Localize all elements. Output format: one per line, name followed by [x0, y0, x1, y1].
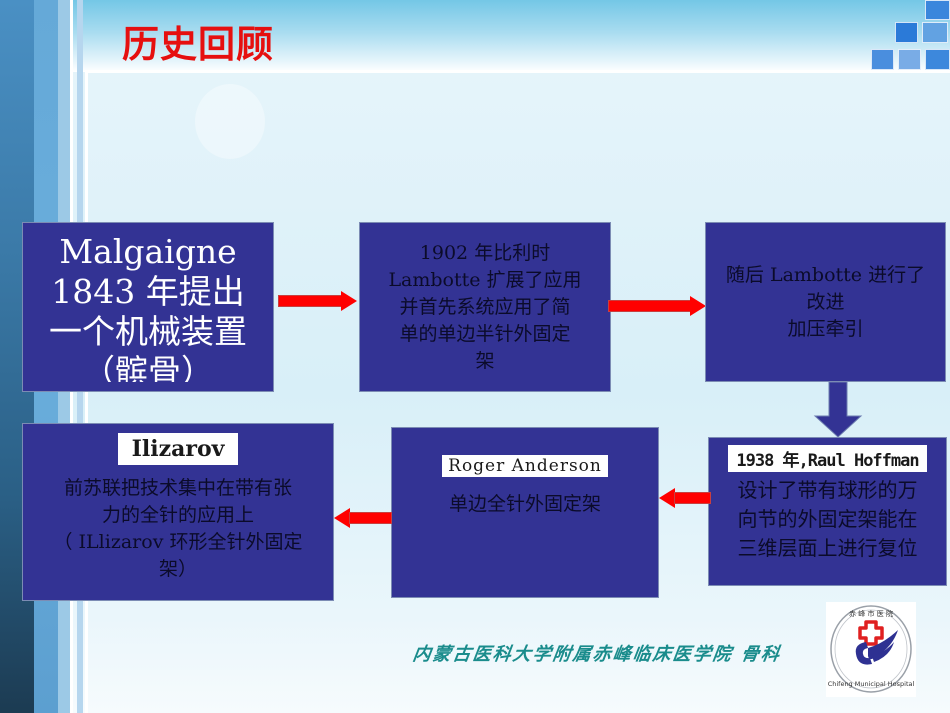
- tile: [925, 0, 950, 20]
- hospital-logo: 赤 峰 市 医 院 Chifeng Municipal Hospital: [826, 602, 916, 697]
- logo-top-text: 赤 峰 市 医 院: [849, 609, 893, 618]
- box-line: 单的单边半针外固定: [399, 322, 571, 345]
- left-decor-line: [85, 72, 88, 713]
- name-label-hoffman: 1938 年,Raul Hoffman: [728, 445, 927, 472]
- name-label-anderson: Roger Anderson: [442, 455, 608, 477]
- hospital-logo-icon: 赤 峰 市 医 院 Chifeng Municipal Hospital: [828, 605, 915, 693]
- box-line: 力的全针的应用上: [101, 504, 254, 526]
- box-line: 架）: [158, 558, 197, 580]
- box-line: 三维层面上进行复位: [737, 536, 918, 560]
- name-label-ilizarov: Ilizarov: [117, 433, 239, 465]
- arrow-left-icon: [659, 488, 711, 508]
- flow-box-malgaigne: Malgaigne 1843 年提出 一个机械装置 （髌骨）: [22, 222, 274, 392]
- header-background: [0, 0, 950, 72]
- logo-ring-text: Chifeng Municipal Hospital: [828, 680, 915, 688]
- footer-institution: 内蒙古医科大学附属赤峰临床医学院 骨科: [411, 644, 783, 665]
- slide-title: 历史回顾: [122, 23, 274, 66]
- box-line: 改进: [806, 290, 845, 313]
- tile: [895, 22, 918, 43]
- flow-box-hoffman: 1938 年,Raul Hoffman 设计了带有球形的万 向节的外固定架能在 …: [708, 437, 947, 586]
- body-background: [0, 72, 950, 713]
- arrow-right-icon: [608, 296, 706, 316]
- box-line: 1902 年比利时: [419, 241, 551, 264]
- box-line: 单边全针外固定架: [448, 493, 601, 515]
- tile: [922, 22, 948, 43]
- arrow-down-icon: [813, 382, 863, 438]
- flow-box-lambotte-improved: 随后 Lambotte 进行了 改进 加压牵引: [705, 222, 946, 382]
- flow-box-ilizarov: Ilizarov 前苏联把技术集中在带有张 力的全针的应用上 （ ILlizar…: [22, 423, 334, 601]
- tile: [925, 49, 950, 70]
- box-line: Lambotte 扩展了应用: [388, 268, 582, 291]
- box-line: 随后 Lambotte 进行了: [725, 263, 926, 286]
- tile: [898, 49, 921, 70]
- arrow-right-icon: [278, 291, 358, 311]
- flow-box-anderson: Roger Anderson 单边全针外固定架: [391, 427, 659, 598]
- box-line: 加压牵引: [787, 317, 864, 340]
- watermark-globe-icon: [195, 84, 265, 159]
- flow-box-lambotte-1902: 1902 年比利时 Lambotte 扩展了应用 并首先系统应用了简 单的单边半…: [359, 222, 611, 392]
- box-line: （ ILlizarov 环形全针外固定: [53, 531, 303, 553]
- box-line: 前苏联把技术集中在带有张: [63, 477, 292, 499]
- box-line: 架: [475, 349, 495, 372]
- box-line: 一个机械装置: [49, 312, 247, 351]
- box-line: Malgaigne: [59, 232, 237, 271]
- arrow-left-icon: [334, 508, 392, 528]
- tile: [871, 49, 894, 70]
- box-line: 1843 年提出: [51, 272, 245, 311]
- box-line: 并首先系统应用了简: [399, 295, 571, 318]
- box-line: 设计了带有球形的万: [737, 478, 918, 502]
- header-divider: [85, 70, 950, 73]
- box-line: （髌骨）: [82, 352, 214, 382]
- box-line: 向节的外固定架能在: [737, 507, 918, 531]
